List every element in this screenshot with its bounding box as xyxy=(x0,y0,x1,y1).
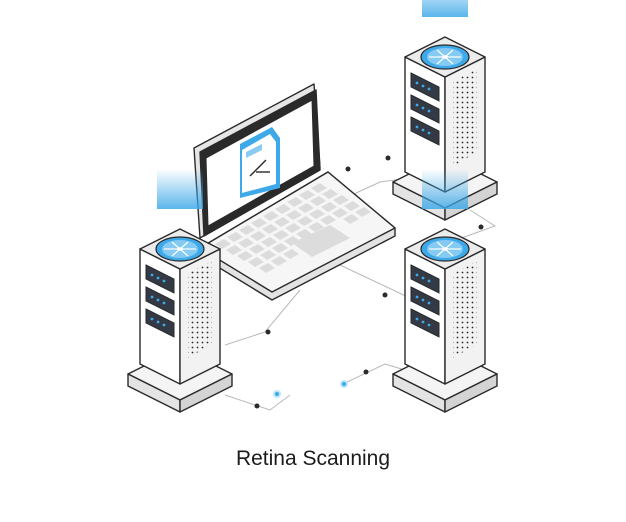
keyboard-key xyxy=(262,224,278,234)
pencil-icon xyxy=(249,159,270,177)
drive-bay xyxy=(410,264,440,294)
keyboard-key xyxy=(284,236,300,246)
keyboard-key xyxy=(283,249,299,259)
keyboard-key xyxy=(287,197,303,207)
cooling-fan-icon xyxy=(420,236,470,262)
keyboard-key xyxy=(238,238,254,248)
keyboard-key xyxy=(272,243,288,253)
keyboard-key xyxy=(237,251,253,261)
keyboard xyxy=(215,183,371,273)
server-rack xyxy=(127,169,233,413)
keyboard-key xyxy=(332,208,348,218)
keyboard-key xyxy=(322,189,338,199)
keyboard-key xyxy=(249,244,265,254)
drive-bay xyxy=(410,308,440,338)
keyboard-key xyxy=(263,211,279,221)
keyboard-key xyxy=(250,231,266,241)
keyboard-key xyxy=(248,257,264,267)
vent-grille xyxy=(453,69,477,166)
keyboard-key xyxy=(333,195,349,205)
keyboard-key xyxy=(299,190,315,200)
vent-grille xyxy=(453,261,477,358)
scan-beam xyxy=(422,0,468,17)
scan-beam xyxy=(422,169,468,209)
keyboard-key xyxy=(309,209,325,219)
drive-bay xyxy=(410,116,440,146)
keyboard-key xyxy=(344,201,360,211)
keyboard-key xyxy=(298,203,314,213)
keyboard-key xyxy=(311,183,327,193)
keyboard-key xyxy=(239,225,255,235)
cooling-fan-icon xyxy=(420,44,470,70)
keyboard-key xyxy=(273,230,289,240)
drive-bay xyxy=(410,72,440,102)
trackpad xyxy=(292,225,350,257)
keyboard-key xyxy=(271,256,287,266)
drive-bay xyxy=(410,286,440,316)
keyboard-key xyxy=(286,210,302,220)
document-icon xyxy=(240,127,280,198)
keyboard-key xyxy=(296,229,312,239)
keyboard-key xyxy=(308,222,324,232)
drive-bay xyxy=(145,264,175,294)
keyboard-key xyxy=(226,245,242,255)
server-rack xyxy=(392,169,498,413)
drive-bay xyxy=(145,286,175,316)
keyboard-key xyxy=(275,204,291,214)
keyboard-key xyxy=(320,215,336,225)
keyboard-key xyxy=(310,196,326,206)
drive-bay xyxy=(145,308,175,338)
keyboard-key xyxy=(259,263,275,273)
caption: Retina Scanning xyxy=(236,447,390,470)
keyboard-key xyxy=(261,237,277,247)
keyboard-key xyxy=(321,202,337,212)
scan-beam xyxy=(157,169,203,209)
keyboard-key xyxy=(343,214,359,224)
drive-bay xyxy=(410,94,440,124)
keyboard-key xyxy=(251,218,267,228)
vent-grille xyxy=(188,261,212,358)
cooling-fan-icon xyxy=(155,236,205,262)
keyboard-key xyxy=(355,207,371,217)
keyboard-key xyxy=(274,217,290,227)
keyboard-key xyxy=(215,239,231,249)
keyboard-key xyxy=(227,232,243,242)
server-rack xyxy=(392,0,498,221)
keyboard-key xyxy=(285,223,301,233)
keyboard-key xyxy=(260,250,276,260)
laptop xyxy=(193,83,396,301)
keyboard-key xyxy=(297,216,313,226)
